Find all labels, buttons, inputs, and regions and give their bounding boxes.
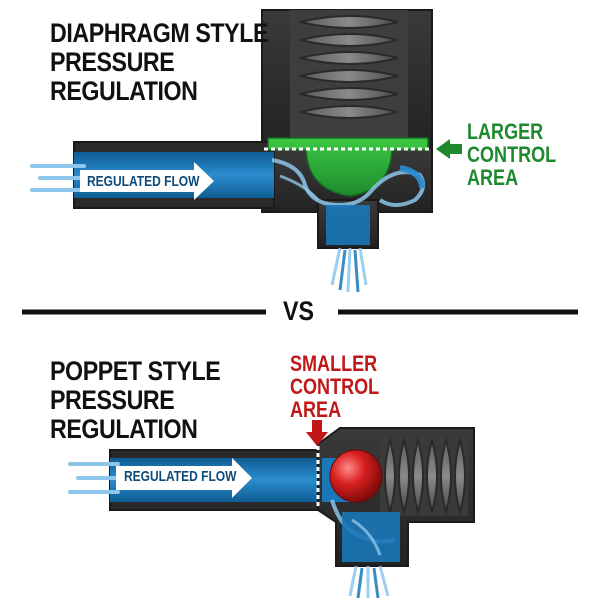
flow-arrow	[116, 458, 252, 498]
title-line: DIAPHRAGM STYLE	[50, 18, 269, 48]
poppet-title: POPPET STYLE PRESSURE REGULATION	[50, 356, 221, 444]
diaphragm-regulator	[30, 9, 462, 293]
smaller-control-area-label: SMALLER CONTROL AREA	[290, 352, 379, 421]
callout-line: AREA	[467, 165, 519, 190]
callout-arrow-green	[436, 139, 462, 159]
title-line: PRESSURE	[50, 47, 175, 77]
poppet-regulator	[68, 420, 475, 599]
incoming-flow-streaks	[68, 462, 120, 494]
title-line: REGULATION	[50, 76, 198, 106]
flow-arrow	[80, 162, 214, 200]
callout-line: CONTROL	[467, 142, 557, 167]
poppet-ball	[329, 449, 383, 503]
regulated-flow-label: REGULATED FLOW	[124, 468, 237, 485]
title-line: REGULATION	[50, 414, 198, 444]
callout-arrow-red	[306, 420, 328, 446]
diaphragm	[267, 137, 429, 197]
callout-line: AREA	[290, 397, 342, 422]
regulated-flow-label: REGULATED FLOW	[87, 173, 200, 190]
callout-line: SMALLER	[290, 351, 378, 376]
title-line: POPPET STYLE	[50, 356, 221, 386]
callout-line: CONTROL	[290, 374, 380, 399]
spring-coils	[384, 436, 466, 516]
incoming-flow-streaks	[30, 164, 86, 192]
larger-control-area-label: LARGER CONTROL AREA	[467, 120, 556, 189]
callout-line: LARGER	[467, 119, 544, 144]
title-line: PRESSURE	[50, 385, 175, 415]
vs-label: VS	[283, 296, 314, 326]
spring-coils	[299, 15, 399, 119]
diaphragm-title: DIAPHRAGM STYLE PRESSURE REGULATION	[50, 19, 268, 106]
